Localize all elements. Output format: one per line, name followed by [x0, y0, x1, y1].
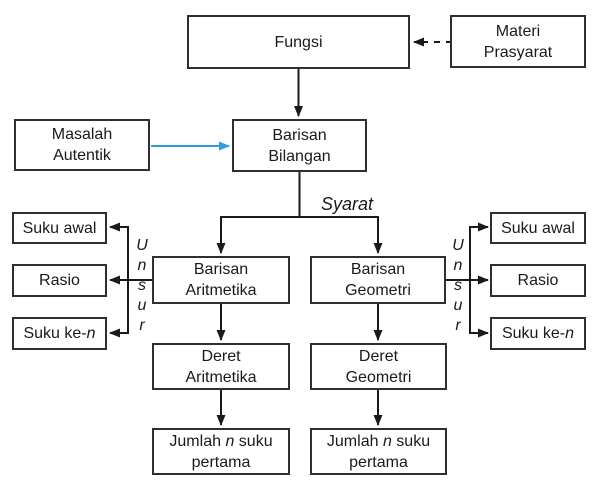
jumlah-text-line2: pertama — [191, 453, 251, 471]
node-rasio-right: Rasio — [490, 264, 586, 297]
suku-ke-text: Suku ke- — [23, 325, 87, 342]
suku-ke-variable-n: n — [565, 325, 575, 342]
unsur-letter: s — [138, 277, 146, 294]
node-barisan-geometri: Barisan Geometri — [310, 256, 446, 304]
node-jumlah-n-suku-pertama-left: Jumlah n suku pertama — [152, 428, 290, 475]
unsur-letter: r — [455, 317, 461, 334]
unsur-letter: U — [136, 237, 148, 254]
jumlah-text-line2: pertama — [349, 453, 408, 471]
unsur-label-right: U n s u r — [448, 236, 468, 336]
node-suku-ke-n-right: Suku ke-n — [490, 317, 586, 350]
unsur-letter: u — [137, 297, 147, 314]
node-barisan-aritmetika: Barisan Aritmetika — [152, 256, 290, 304]
jumlah-text-part: Jumlah — [326, 432, 383, 450]
jumlah-variable-n: n — [382, 432, 392, 450]
node-masalah-autentik: Masalah Autentik — [14, 119, 150, 171]
suku-ke-text: Suku ke- — [501, 325, 566, 342]
unsur-letter: n — [453, 257, 463, 274]
unsur-label-left: U n s u r — [132, 236, 152, 336]
unsur-letter: u — [453, 297, 463, 314]
node-rasio-left: Rasio — [12, 264, 107, 297]
unsur-letter: r — [139, 317, 145, 334]
node-suku-ke-n-left: Suku ke-n — [12, 317, 107, 350]
node-fungsi: Fungsi — [187, 15, 410, 69]
unsur-letter: n — [137, 257, 147, 274]
jumlah-text-part: suku — [391, 432, 431, 450]
unsur-letter: s — [454, 277, 462, 294]
node-suku-awal-right: Suku awal — [490, 212, 586, 244]
unsur-letter: U — [452, 237, 464, 254]
edge-label-syarat: Syarat — [321, 194, 374, 214]
suku-ke-variable-n: n — [86, 325, 96, 342]
node-barisan-bilangan: Barisan Bilangan — [232, 119, 367, 172]
node-jumlah-n-suku-pertama-right: Jumlah n suku pertama — [310, 428, 447, 475]
jumlah-text-part: suku — [234, 432, 273, 450]
node-deret-aritmetika: Deret Aritmetika — [152, 343, 290, 390]
node-deret-geometri: Deret Geometri — [310, 343, 447, 390]
node-materi-prasyarat: Materi Prasyarat — [450, 15, 586, 68]
jumlah-text-part: Jumlah — [169, 432, 226, 450]
node-suku-awal-left: Suku awal — [12, 212, 107, 244]
jumlah-variable-n: n — [225, 432, 235, 450]
